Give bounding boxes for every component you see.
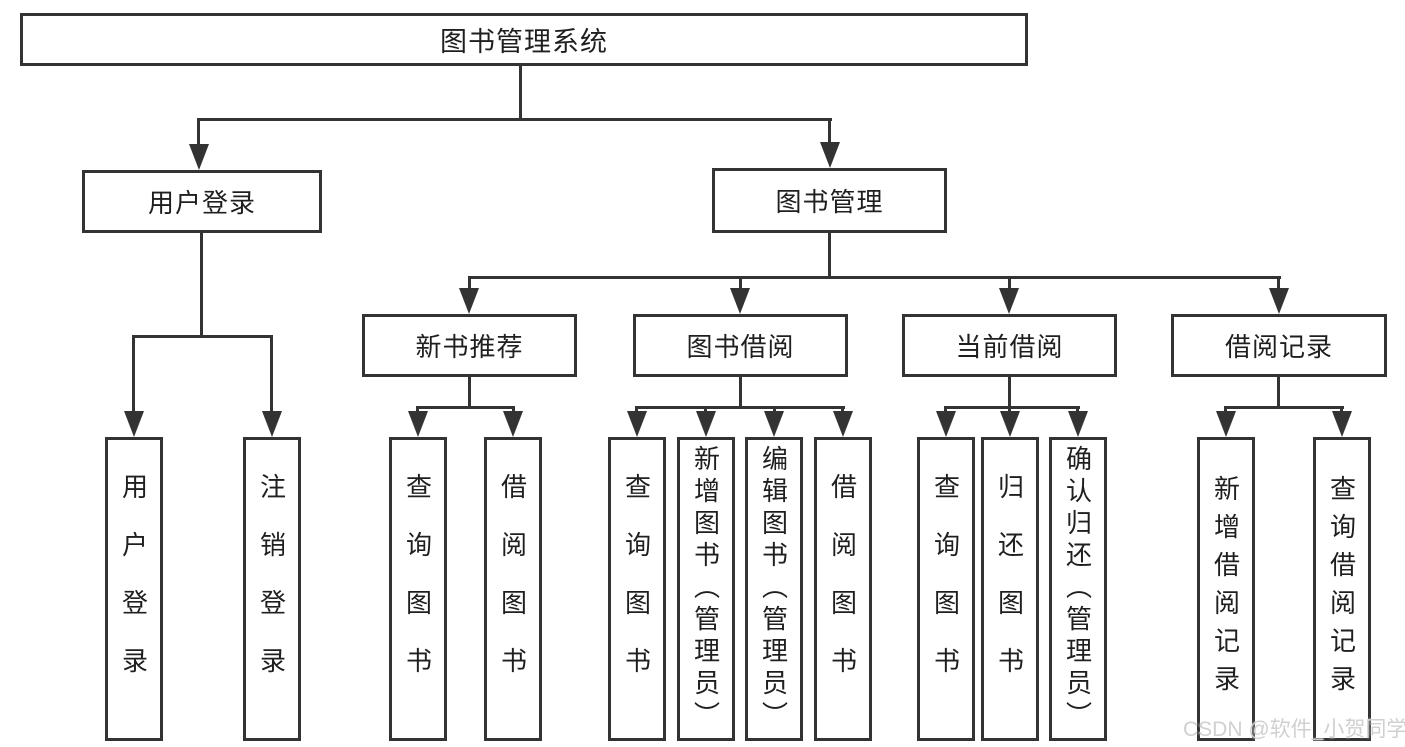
leaf-br-query-record: 查询借阅记录: [1313, 437, 1371, 741]
leaf-nb-borrow-book: 借阅图书: [484, 437, 542, 741]
node-book-mgmt-label: 图书管理: [775, 187, 884, 217]
arrow-down-bb-query-icon: [627, 411, 647, 437]
connector-borrow-record-trunk: [1277, 377, 1280, 409]
connector-root-trunk: [519, 66, 522, 121]
leaf-bb-add-book-admin-label: 新增图书（管理员）: [690, 445, 721, 733]
arrow-down-book-mgmt-icon: [820, 142, 840, 168]
connector-drop-borrow-record: [1277, 276, 1280, 292]
node-user-login: 用户登录: [82, 170, 322, 233]
connector-user-login-trunk: [200, 233, 203, 337]
node-current-borrow-label: 当前借阅: [955, 332, 1064, 362]
node-book-mgmt: 图书管理: [712, 168, 947, 233]
leaf-nb-query-book: 查询图书: [389, 437, 447, 741]
leaf-logout-login-label: 注销登录: [256, 473, 287, 705]
arrow-down-nb-query-icon: [408, 411, 428, 437]
connector-book-borrow-trunk: [739, 377, 742, 409]
arrow-down-borrow-record-icon: [1269, 288, 1289, 314]
leaf-bb-edit-book-admin-label: 编辑图书（管理员）: [758, 445, 789, 733]
node-current-borrow: 当前借阅: [902, 314, 1117, 377]
leaf-cb-query-book-label: 查询图书: [930, 473, 961, 705]
node-book-borrow: 图书借阅: [633, 314, 848, 377]
arrow-down-br-query-icon: [1332, 411, 1352, 437]
leaf-cb-confirm-return-admin: 确认归还（管理员）: [1049, 437, 1107, 741]
leaf-bb-borrow-book: 借阅图书: [814, 437, 872, 741]
leaf-bb-add-book-admin: 新增图书（管理员）: [677, 437, 735, 741]
leaf-br-add-record: 新增借阅记录: [1197, 437, 1255, 741]
connector-drop-leaf-user-login: [132, 335, 135, 413]
connector-drop-user-login: [197, 118, 200, 148]
arrow-down-nb-borrow-icon: [503, 411, 523, 437]
arrow-down-current-borrow-icon: [999, 288, 1019, 314]
arrow-down-bb-borrow-icon: [833, 411, 853, 437]
leaf-br-query-record-label: 查询借阅记录: [1326, 475, 1357, 703]
connector-borrow-record-horizontal: [1224, 406, 1344, 409]
leaf-user-login: 用户登录: [105, 437, 163, 741]
leaf-bb-query-book-label: 查询图书: [621, 473, 652, 705]
leaf-nb-borrow-book-label: 借阅图书: [497, 473, 528, 705]
leaf-logout-login: 注销登录: [243, 437, 301, 741]
node-borrow-record-label: 借阅记录: [1224, 332, 1333, 362]
connector-user-login-horizontal: [132, 335, 273, 338]
leaf-nb-query-book-label: 查询图书: [402, 473, 433, 705]
leaf-bb-borrow-book-label: 借阅图书: [827, 473, 858, 705]
node-user-login-label: 用户登录: [147, 188, 256, 218]
arrow-down-cb-return-icon: [1000, 411, 1020, 437]
node-root-label: 图书管理系统: [440, 27, 608, 57]
leaf-bb-edit-book-admin: 编辑图书（管理员）: [745, 437, 803, 741]
connector-drop-leaf-logout: [270, 335, 273, 413]
arrow-down-bb-add-icon: [696, 411, 716, 437]
leaf-user-login-label: 用户登录: [118, 473, 149, 705]
connector-book-mgmt-trunk: [828, 233, 831, 278]
leaf-cb-query-book: 查询图书: [917, 437, 975, 741]
leaf-cb-confirm-return-admin-label: 确认归还（管理员）: [1062, 445, 1093, 733]
arrow-down-user-login-icon: [189, 144, 209, 170]
connector-drop-book-borrow: [739, 276, 742, 292]
connector-new-book-horizontal: [416, 406, 515, 409]
connector-drop-new-book: [468, 276, 471, 292]
node-new-book-rec-label: 新书推荐: [415, 332, 524, 362]
leaf-cb-return-book-label: 归还图书: [994, 473, 1025, 705]
connector-book-borrow-horizontal: [635, 406, 845, 409]
arrow-down-br-add-icon: [1216, 411, 1236, 437]
arrow-down-leaf-logout-icon: [262, 411, 282, 437]
node-borrow-record: 借阅记录: [1171, 314, 1387, 377]
arrow-down-cb-confirm-icon: [1068, 411, 1088, 437]
connector-drop-book-mgmt: [828, 118, 831, 148]
arrow-down-cb-query-icon: [936, 411, 956, 437]
node-book-borrow-label: 图书借阅: [686, 332, 795, 362]
node-root: 图书管理系统: [20, 13, 1028, 66]
connector-book-mgmt-horizontal: [468, 276, 1281, 279]
leaf-cb-return-book: 归还图书: [981, 437, 1039, 741]
connector-new-book-trunk: [468, 377, 471, 409]
csdn-watermark: CSDN @软件_小贺同学: [1183, 718, 1405, 741]
connector-drop-current-borrow: [1008, 276, 1011, 292]
connector-current-borrow-trunk: [1008, 377, 1011, 409]
arrow-down-book-borrow-icon: [730, 288, 750, 314]
arrow-down-bb-edit-icon: [764, 411, 784, 437]
leaf-bb-query-book: 查询图书: [608, 437, 666, 741]
arrow-down-leaf-user-login-icon: [124, 411, 144, 437]
connector-level1-horizontal: [198, 118, 832, 121]
leaf-br-add-record-label: 新增借阅记录: [1210, 475, 1241, 703]
arrow-down-new-book-icon: [459, 288, 479, 314]
connector-current-borrow-horizontal: [944, 406, 1080, 409]
node-new-book-rec: 新书推荐: [362, 314, 577, 377]
